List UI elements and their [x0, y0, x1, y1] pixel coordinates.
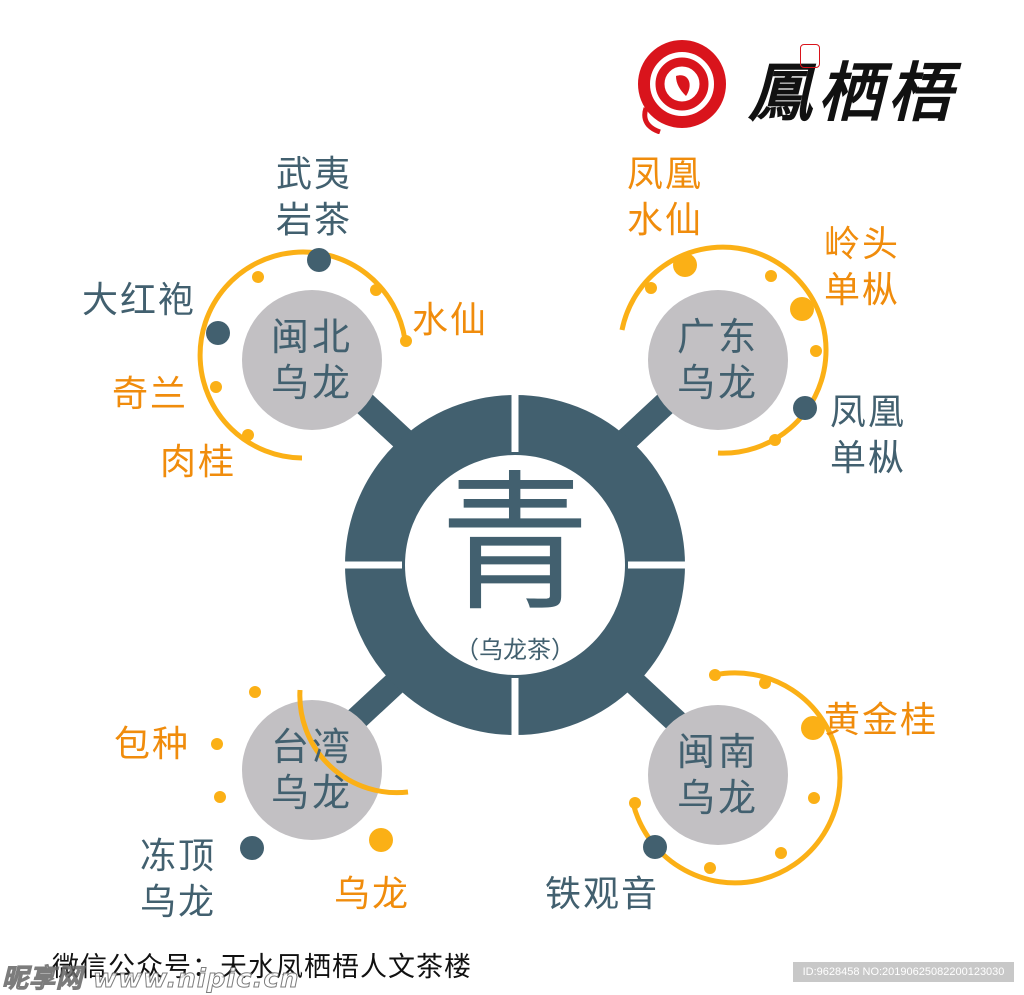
center-subtitle: （乌龙茶） — [455, 636, 575, 664]
center-title: 青 — [439, 458, 590, 632]
item-dahongpao: 大红袍 — [82, 280, 197, 321]
item-fenghuang-shuixian: 凤凰 水仙 — [627, 154, 704, 241]
item-baozhong: 包种 — [114, 724, 191, 765]
item-wulong: 乌龙 — [334, 874, 411, 915]
brand-name: 鳳栖梧 — [748, 56, 958, 131]
red-spiral-leaf-logo-icon — [638, 40, 726, 134]
item-shuixian: 水仙 — [412, 300, 489, 341]
hub-minbei: 闽北 乌龙 — [270, 315, 353, 405]
item-lingtou-dancong: 岭头 单枞 — [824, 224, 901, 311]
hub-minnan: 闽南 乌龙 — [676, 730, 759, 820]
hub-taiwan: 台湾 乌龙 — [270, 725, 353, 815]
item-wuyi-yancha: 武夷 岩茶 — [276, 154, 353, 241]
watermark: 昵享网 www.nipic.cn — [1, 964, 300, 995]
item-qilan: 奇兰 — [112, 374, 189, 415]
item-tieguanyin: 铁观音 — [545, 874, 660, 915]
item-rougui: 肉桂 — [160, 442, 237, 483]
image-id-badge: ID:9628458 NO:20190625082200123030 — [793, 962, 1014, 982]
footer-wechat: 微信公众号：天水凤栖梧人文茶楼 — [52, 952, 472, 983]
seal-stamp-icon — [800, 44, 820, 68]
item-fenghuang-dancong: 凤凰 单枞 — [830, 392, 907, 479]
item-huangjingui: 黄金桂 — [824, 700, 939, 741]
item-dongding-wulong: 冻顶 乌龙 — [140, 836, 217, 923]
hub-guangdong: 广东 乌龙 — [676, 315, 759, 405]
